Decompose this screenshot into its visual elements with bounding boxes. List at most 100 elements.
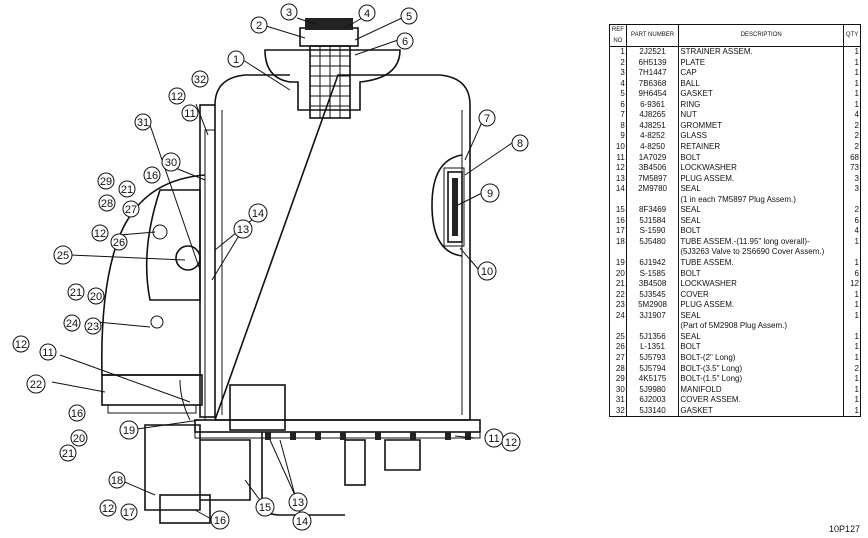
- qty-cell: 4: [843, 226, 861, 237]
- callout-5: 5: [400, 7, 418, 25]
- ref-cell: 24: [609, 310, 627, 322]
- part-number-cell: 6-9361: [625, 99, 680, 111]
- callout-12-bottom: 12: [99, 499, 117, 517]
- svg-text:6: 6: [402, 36, 408, 48]
- svg-text:12: 12: [171, 91, 183, 103]
- qty-cell: 12: [843, 279, 861, 290]
- callout-32: 32: [191, 70, 209, 88]
- svg-text:20: 20: [90, 291, 102, 303]
- callout-14-left: 14: [248, 203, 268, 223]
- qty-cell: 1: [843, 374, 861, 385]
- description-cell: GLASS: [678, 131, 845, 143]
- part-number-cell: 9H6454: [625, 89, 680, 100]
- ref-cell: 13: [609, 173, 627, 185]
- svg-text:17: 17: [123, 507, 135, 519]
- description-cell: COVER: [678, 289, 845, 301]
- svg-text:1: 1: [233, 54, 239, 66]
- table-row: (Part of 5M2908 Plug Assem.): [609, 321, 861, 332]
- part-number-cell: 2M9780: [625, 184, 680, 195]
- callout-12-top: 12: [168, 87, 186, 105]
- svg-text:12: 12: [94, 228, 106, 240]
- qty-cell: 2: [843, 131, 861, 143]
- svg-text:2: 2: [256, 20, 262, 32]
- ref-cell: 32: [609, 405, 627, 418]
- ref-cell: 4: [609, 78, 627, 90]
- lower-valve-assembly: [144, 379, 421, 524]
- header-part-number: PART NUMBER: [625, 23, 680, 48]
- qty-cell: 2: [843, 120, 861, 132]
- qty-cell: 2: [843, 363, 861, 375]
- svg-text:26: 26: [113, 237, 125, 249]
- ref-cell: 9: [609, 131, 627, 143]
- callout-15: 15: [255, 497, 275, 517]
- callout-11-right: 11: [484, 428, 504, 448]
- ref-cell: 8: [609, 120, 627, 132]
- bottom-bolts: [265, 432, 471, 440]
- callout-11-low: 11: [39, 343, 57, 361]
- ref-cell: 3: [609, 68, 627, 79]
- svg-text:18: 18: [111, 475, 123, 487]
- callout-8: 8: [511, 134, 529, 152]
- part-number-cell: 5J1584: [625, 215, 680, 227]
- ref-cell: 17: [609, 226, 627, 237]
- description-cell: GASKET: [678, 405, 845, 418]
- ref-cell: 25: [609, 331, 627, 343]
- part-number-cell: 5J9980: [625, 384, 680, 396]
- description-cell: PLUG ASSEM.: [678, 300, 845, 311]
- qty-cell: [843, 194, 861, 206]
- table-row: (5J3263 Valve to 2S6690 Cover Assem.): [609, 247, 861, 259]
- part-number-cell: 8F3469: [625, 205, 680, 216]
- qty-cell: 1: [843, 352, 861, 364]
- callout-12-mid: 12: [91, 224, 109, 242]
- strainer-assembly: [264, 18, 401, 119]
- description-cell: BOLT-(2" Long): [678, 352, 845, 364]
- description-cell: BOLT-(3.5" Long): [678, 363, 845, 375]
- ref-cell: 10: [609, 142, 627, 153]
- qty-cell: [843, 247, 861, 259]
- part-number-cell: S-1590: [625, 226, 680, 237]
- svg-text:14: 14: [296, 516, 308, 528]
- callout-19: 19: [119, 420, 139, 440]
- description-cell: RETAINER: [678, 142, 845, 153]
- qty-cell: 1: [843, 68, 861, 79]
- qty-cell: 1: [843, 236, 861, 248]
- qty-cell: 68: [843, 152, 861, 164]
- description-cell: (1 in each 7M5897 Plug Assem.): [678, 194, 845, 206]
- part-number-cell: 5J5794: [625, 363, 680, 375]
- part-number-cell: 7H1447: [625, 68, 680, 79]
- svg-text:11: 11: [184, 108, 195, 120]
- mounting-plate: [199, 104, 216, 421]
- header-ref: REF NO: [609, 23, 627, 48]
- description-cell: COVER ASSEM.: [678, 395, 845, 406]
- description-cell: (Part of 5M2908 Plug Assem.): [678, 321, 845, 332]
- table-row: (1 in each 7M5897 Plug Assem.): [609, 194, 861, 206]
- description-cell: SEAL: [678, 331, 845, 343]
- qty-cell: 1: [843, 89, 861, 100]
- svg-text:16: 16: [214, 515, 226, 527]
- qty-cell: 3: [843, 184, 861, 195]
- description-cell: TUBE ASSEM.-(11.95" long overall)-: [678, 236, 845, 248]
- description-cell: MANIFOLD: [678, 384, 845, 396]
- svg-text:32: 32: [194, 74, 206, 86]
- callout-26: 26: [110, 233, 128, 251]
- ref-cell: 2: [609, 57, 627, 69]
- ref-cell: 22: [609, 289, 627, 301]
- qty-cell: 4: [843, 110, 861, 121]
- callout-21-top: 21: [118, 180, 136, 198]
- ref-cell: 28: [609, 363, 627, 375]
- ref-cell: 29: [609, 374, 627, 385]
- qty-cell: 1: [843, 57, 861, 69]
- part-number-cell: 3J1907: [625, 310, 680, 322]
- description-cell: STRAINER ASSEM.: [678, 46, 845, 58]
